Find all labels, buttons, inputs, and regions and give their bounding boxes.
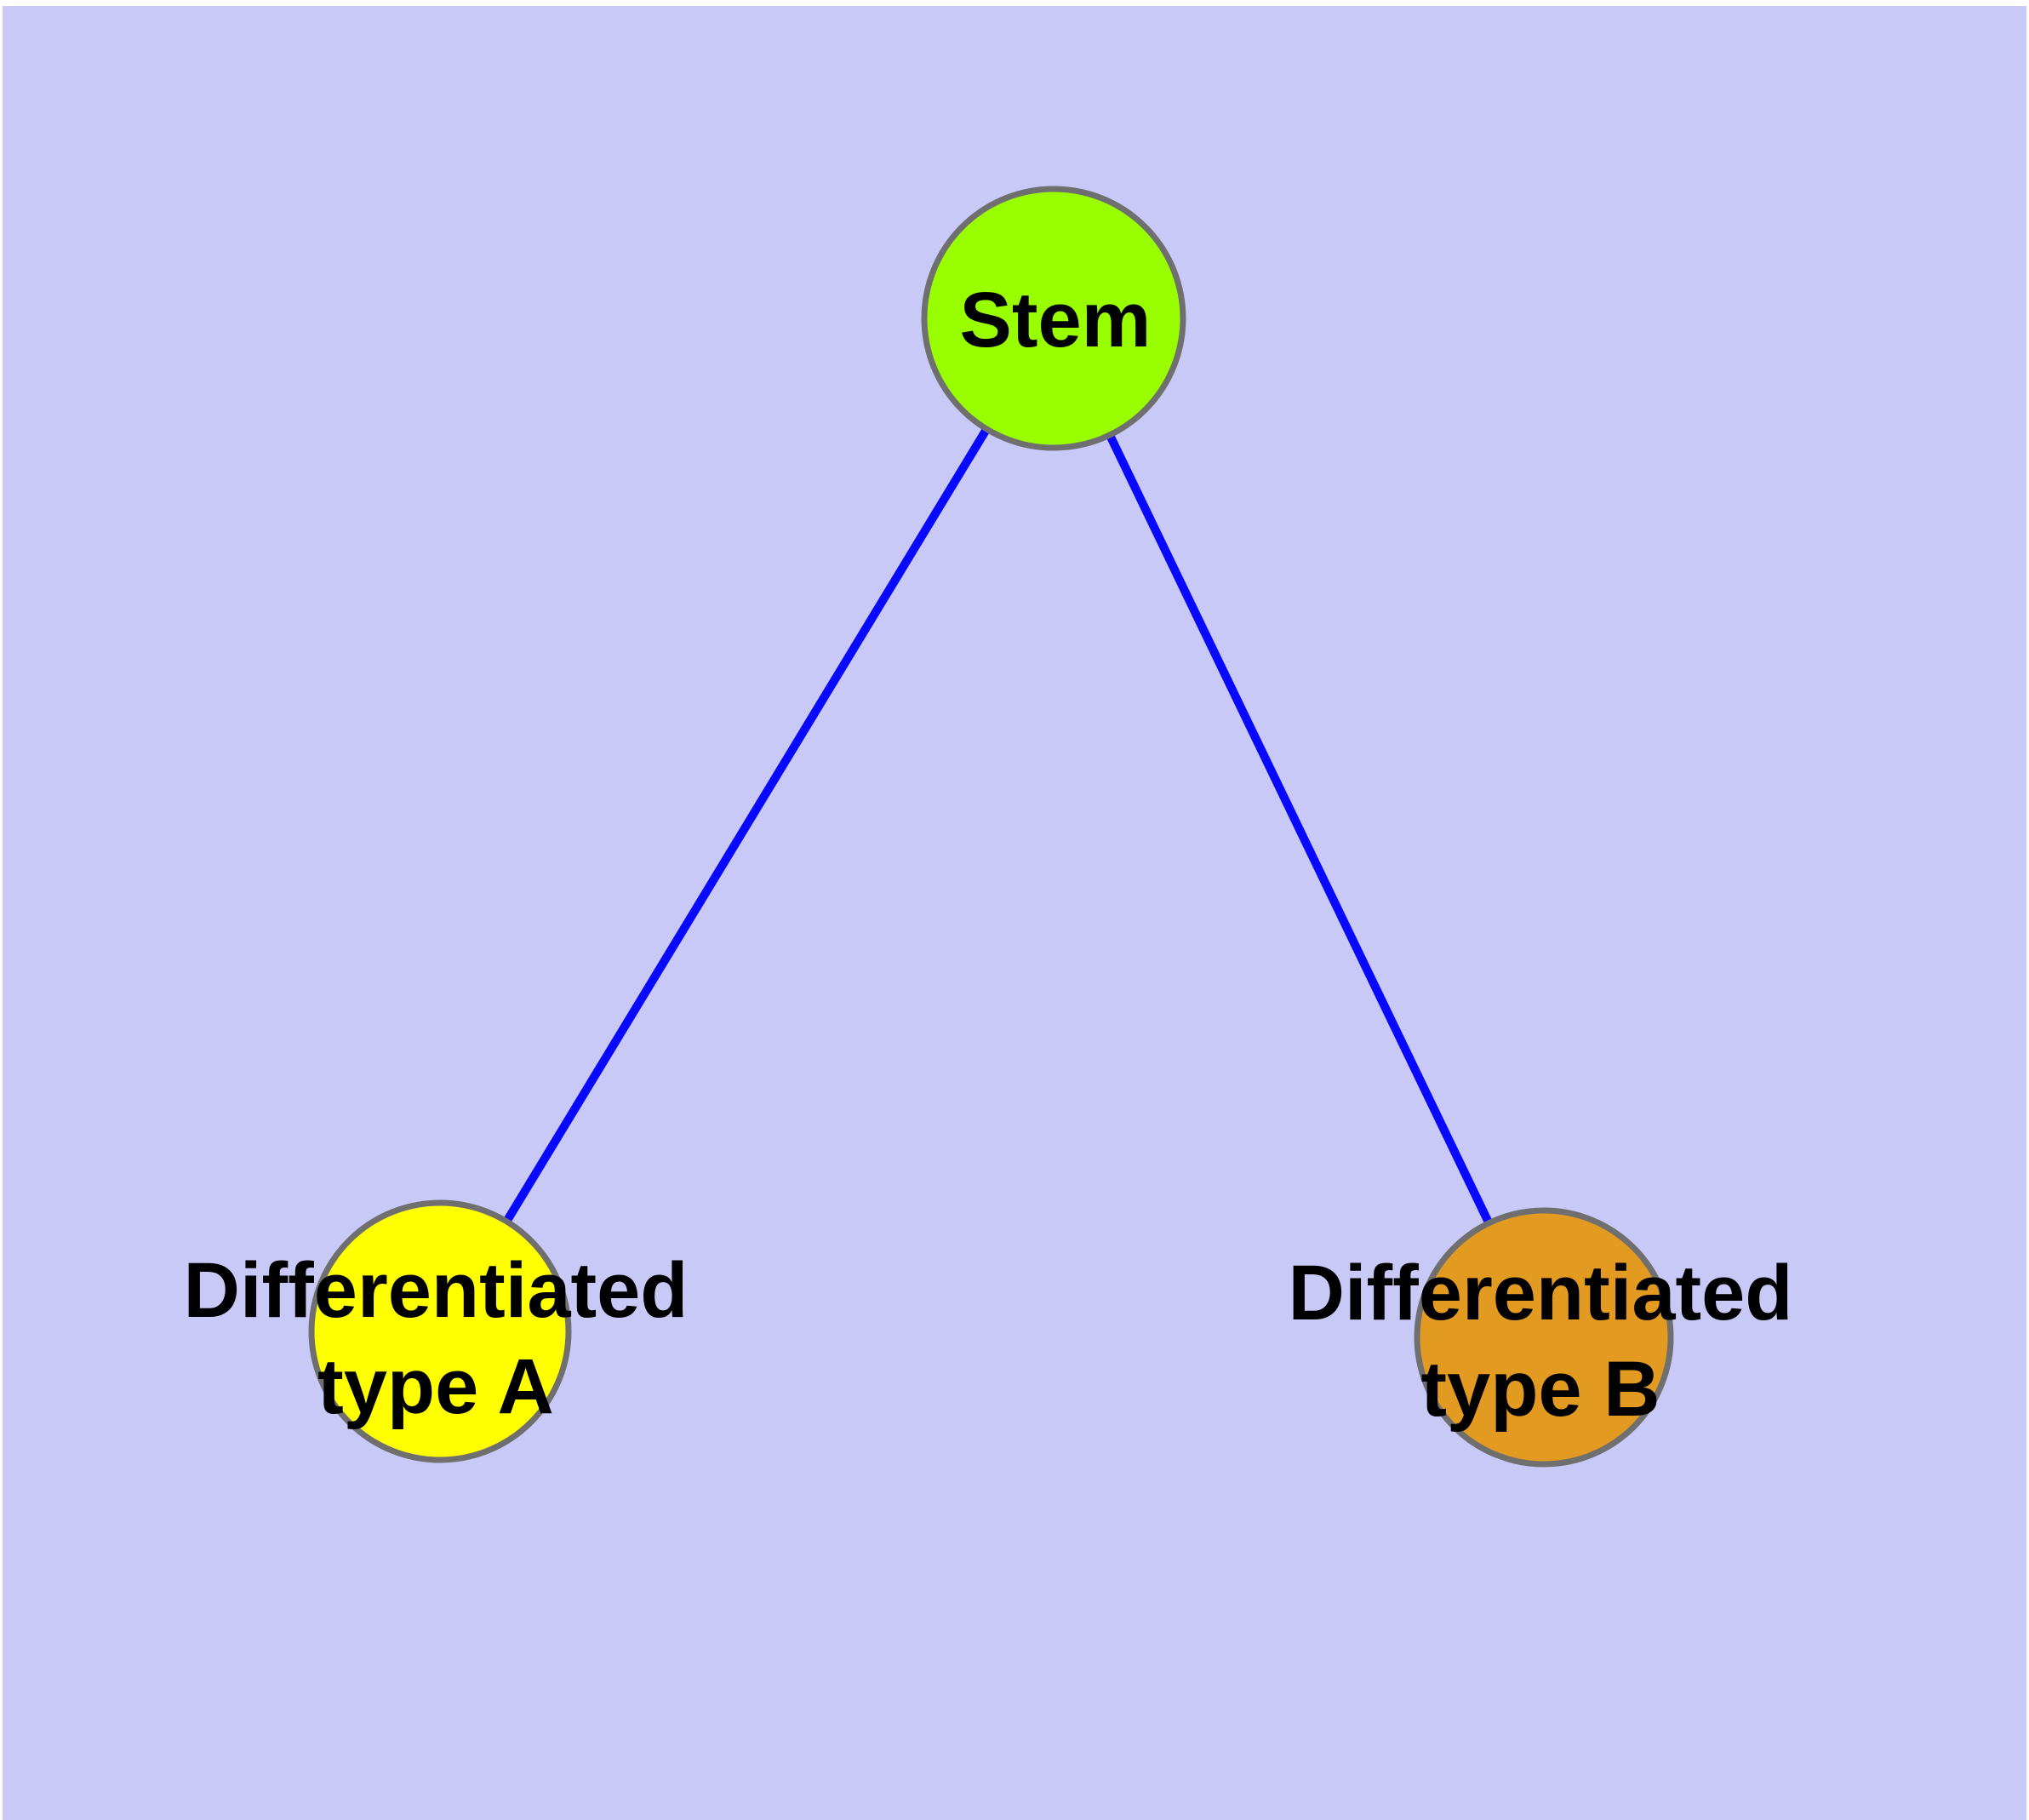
node-stem [921, 186, 1186, 451]
node-type-b-label-line2: type B [1420, 1346, 1660, 1433]
edge-stem-to-type-a [436, 316, 1058, 1334]
node-type-a-label-line2: type A [317, 1343, 554, 1430]
node-differentiated-type-b [1414, 1207, 1674, 1468]
node-stem-label: Stem [960, 277, 1152, 363]
node-differentiated-type-a [308, 1199, 572, 1463]
node-type-b-label-line1: Differentiated [1289, 1250, 1793, 1336]
edge-stem-to-type-b [1049, 316, 1548, 1340]
node-type-a-label-line1: Differentiated [184, 1247, 689, 1334]
